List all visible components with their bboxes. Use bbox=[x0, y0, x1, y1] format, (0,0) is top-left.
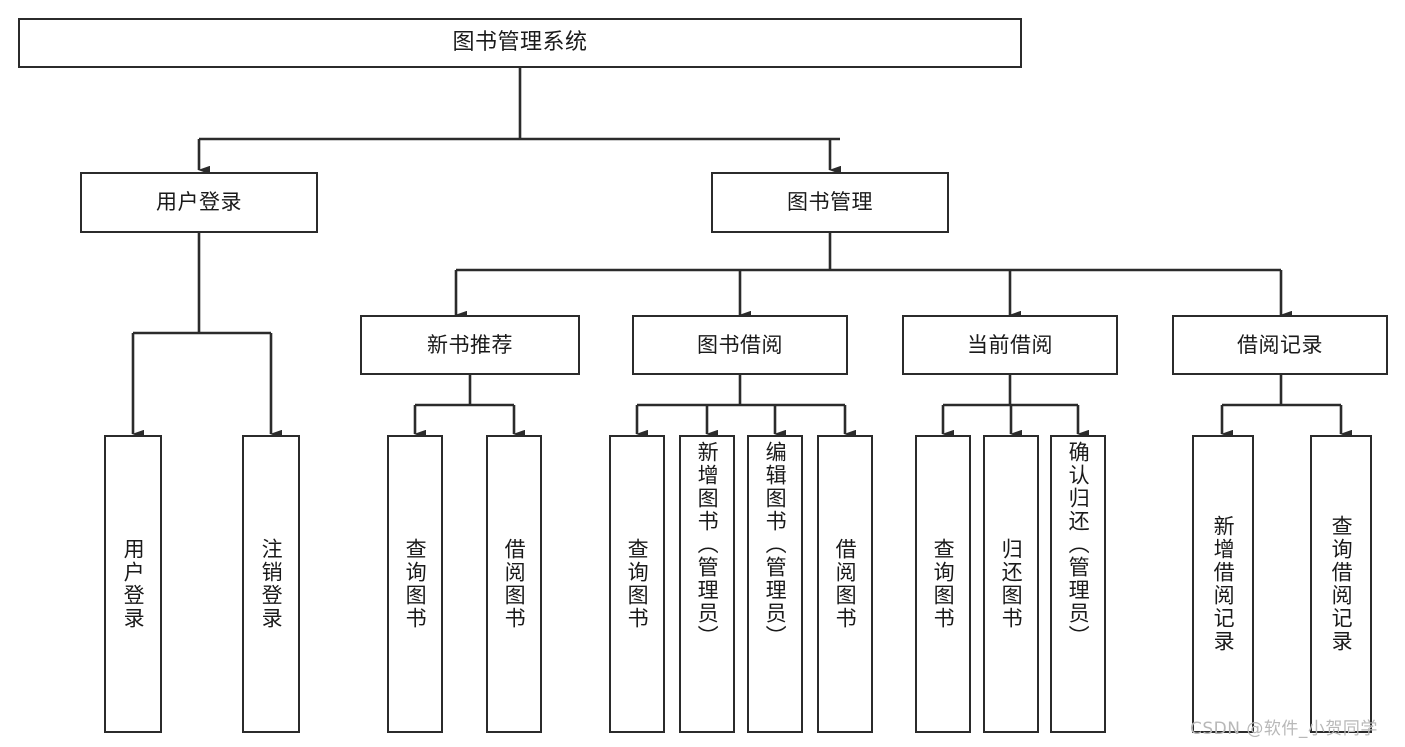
node-new-book-recommend[interactable]: 新书推荐 bbox=[360, 315, 580, 375]
leaf-records-add-record[interactable]: 新增借阅记录 bbox=[1192, 435, 1254, 733]
leaf-user-login-signin-label: 用户登录 bbox=[121, 538, 146, 630]
node-current-borrow[interactable]: 当前借阅 bbox=[902, 315, 1118, 375]
leaf-user-login-signout[interactable]: 注销登录 bbox=[242, 435, 300, 733]
leaf-current-confirm-return-admin[interactable]: 确认归还（管理员） bbox=[1050, 435, 1106, 733]
watermark-text: CSDN @软件_小贺同学 bbox=[1190, 719, 1378, 739]
node-book-borrow[interactable]: 图书借阅 bbox=[632, 315, 848, 375]
leaf-borrow-borrow-book-label: 借阅图书 bbox=[833, 538, 858, 630]
node-current-borrow-label: 当前借阅 bbox=[967, 332, 1053, 357]
leaf-borrow-edit-book-admin[interactable]: 编辑图书（管理员） bbox=[747, 435, 803, 733]
node-book-management-label: 图书管理 bbox=[787, 190, 873, 215]
node-book-management[interactable]: 图书管理 bbox=[711, 172, 949, 233]
leaf-current-return-book-label: 归还图书 bbox=[999, 538, 1024, 630]
leaf-recommend-query-book-label: 查询图书 bbox=[403, 538, 428, 630]
leaf-borrow-query-book-label: 查询图书 bbox=[625, 538, 650, 630]
leaf-borrow-borrow-book[interactable]: 借阅图书 bbox=[817, 435, 873, 733]
node-root-system[interactable]: 图书管理系统 bbox=[18, 18, 1022, 68]
node-borrow-records[interactable]: 借阅记录 bbox=[1172, 315, 1388, 375]
leaf-current-return-book[interactable]: 归还图书 bbox=[983, 435, 1039, 733]
leaf-current-query-book-label: 查询图书 bbox=[931, 538, 956, 630]
leaf-recommend-query-book[interactable]: 查询图书 bbox=[387, 435, 443, 733]
node-user-login[interactable]: 用户登录 bbox=[80, 172, 318, 233]
node-borrow-records-label: 借阅记录 bbox=[1237, 332, 1323, 357]
node-root-system-label: 图书管理系统 bbox=[452, 30, 588, 56]
leaf-borrow-add-book-admin-label: 新增图书（管理员） bbox=[695, 441, 720, 648]
leaf-user-login-signin[interactable]: 用户登录 bbox=[104, 435, 162, 733]
leaf-recommend-borrow-book-label: 借阅图书 bbox=[502, 538, 527, 630]
leaf-records-add-record-label: 新增借阅记录 bbox=[1211, 515, 1236, 653]
leaf-current-confirm-return-admin-label: 确认归还（管理员） bbox=[1066, 441, 1091, 648]
leaf-records-query-record-label: 查询借阅记录 bbox=[1329, 515, 1354, 653]
node-book-borrow-label: 图书借阅 bbox=[697, 332, 783, 357]
leaf-user-login-signout-label: 注销登录 bbox=[259, 538, 284, 630]
leaf-recommend-borrow-book[interactable]: 借阅图书 bbox=[486, 435, 542, 733]
node-user-login-label: 用户登录 bbox=[156, 190, 242, 215]
leaf-borrow-add-book-admin[interactable]: 新增图书（管理员） bbox=[679, 435, 735, 733]
leaf-current-query-book[interactable]: 查询图书 bbox=[915, 435, 971, 733]
leaf-records-query-record[interactable]: 查询借阅记录 bbox=[1310, 435, 1372, 733]
leaf-borrow-edit-book-admin-label: 编辑图书（管理员） bbox=[763, 441, 788, 648]
leaf-borrow-query-book[interactable]: 查询图书 bbox=[609, 435, 665, 733]
node-new-book-recommend-label: 新书推荐 bbox=[427, 332, 513, 357]
